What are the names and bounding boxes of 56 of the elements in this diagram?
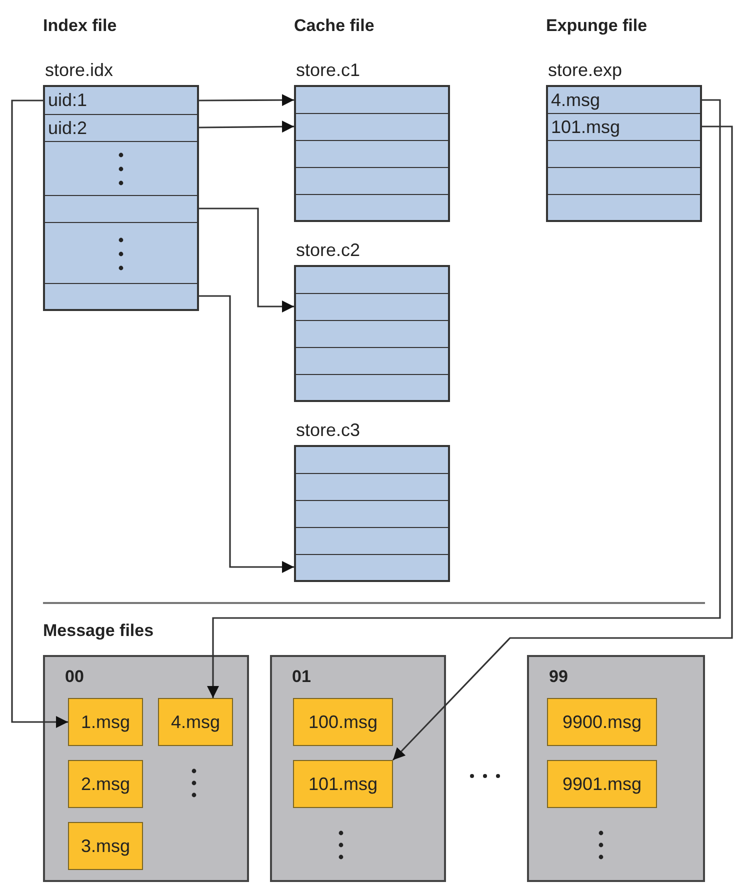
folder-box — [43, 655, 249, 882]
table-row: uid:1 — [45, 87, 197, 114]
empty-table-row — [296, 320, 448, 347]
folder-box — [270, 655, 446, 882]
empty-table-row — [296, 374, 448, 400]
arrow — [199, 208, 294, 312]
section-heading: Cache file — [294, 16, 374, 36]
folder-title: 99 — [549, 667, 568, 687]
empty-table-row — [296, 113, 448, 140]
table-title: store.idx — [45, 60, 114, 81]
empty-table-row — [296, 293, 448, 320]
section-heading: Message files — [43, 621, 154, 641]
message-file-box: 3.msg — [68, 822, 143, 870]
arrow — [11, 100, 68, 728]
arrow — [207, 99, 721, 698]
arrow — [199, 120, 294, 133]
message-file-box: 9900.msg — [547, 698, 657, 746]
empty-table-row — [45, 141, 197, 195]
table-title: store.c3 — [296, 420, 360, 441]
message-file-box: 2.msg — [68, 760, 143, 808]
empty-table-row — [296, 347, 448, 374]
empty-table-row — [548, 194, 700, 220]
table-title: store.c2 — [296, 240, 360, 261]
arrow — [199, 94, 294, 106]
empty-table-row — [296, 447, 448, 473]
arrow — [392, 126, 733, 761]
arrow — [199, 295, 294, 573]
table-row: 4.msg — [548, 87, 700, 113]
message-file-box: 1.msg — [68, 698, 143, 746]
empty-table-row — [45, 222, 197, 283]
empty-table-row — [296, 140, 448, 167]
table-title: store.exp — [548, 60, 622, 81]
empty-table-row — [296, 194, 448, 220]
empty-table-row — [45, 283, 197, 309]
message-file-box: 101.msg — [293, 760, 393, 808]
table-row: 101.msg — [548, 113, 700, 140]
message-file-box: 9901.msg — [547, 760, 657, 808]
empty-table-row — [296, 267, 448, 293]
empty-table-row — [296, 554, 448, 580]
folder-title: 00 — [65, 667, 84, 687]
empty-table-row — [296, 527, 448, 554]
section-heading: Index file — [43, 16, 117, 36]
message-file-box: 100.msg — [293, 698, 393, 746]
empty-table-row — [296, 167, 448, 194]
section-heading: Expunge file — [546, 16, 648, 36]
table-row: uid:2 — [45, 114, 197, 141]
folder-title: 01 — [292, 667, 311, 687]
folder-box — [527, 655, 705, 882]
empty-table-row — [296, 500, 448, 527]
empty-table-row — [548, 167, 700, 194]
empty-table-row — [296, 473, 448, 500]
empty-table-row — [296, 87, 448, 113]
empty-table-row — [45, 195, 197, 222]
empty-table-row — [548, 140, 700, 167]
message-file-box: 4.msg — [158, 698, 233, 746]
table-title: store.c1 — [296, 60, 360, 81]
